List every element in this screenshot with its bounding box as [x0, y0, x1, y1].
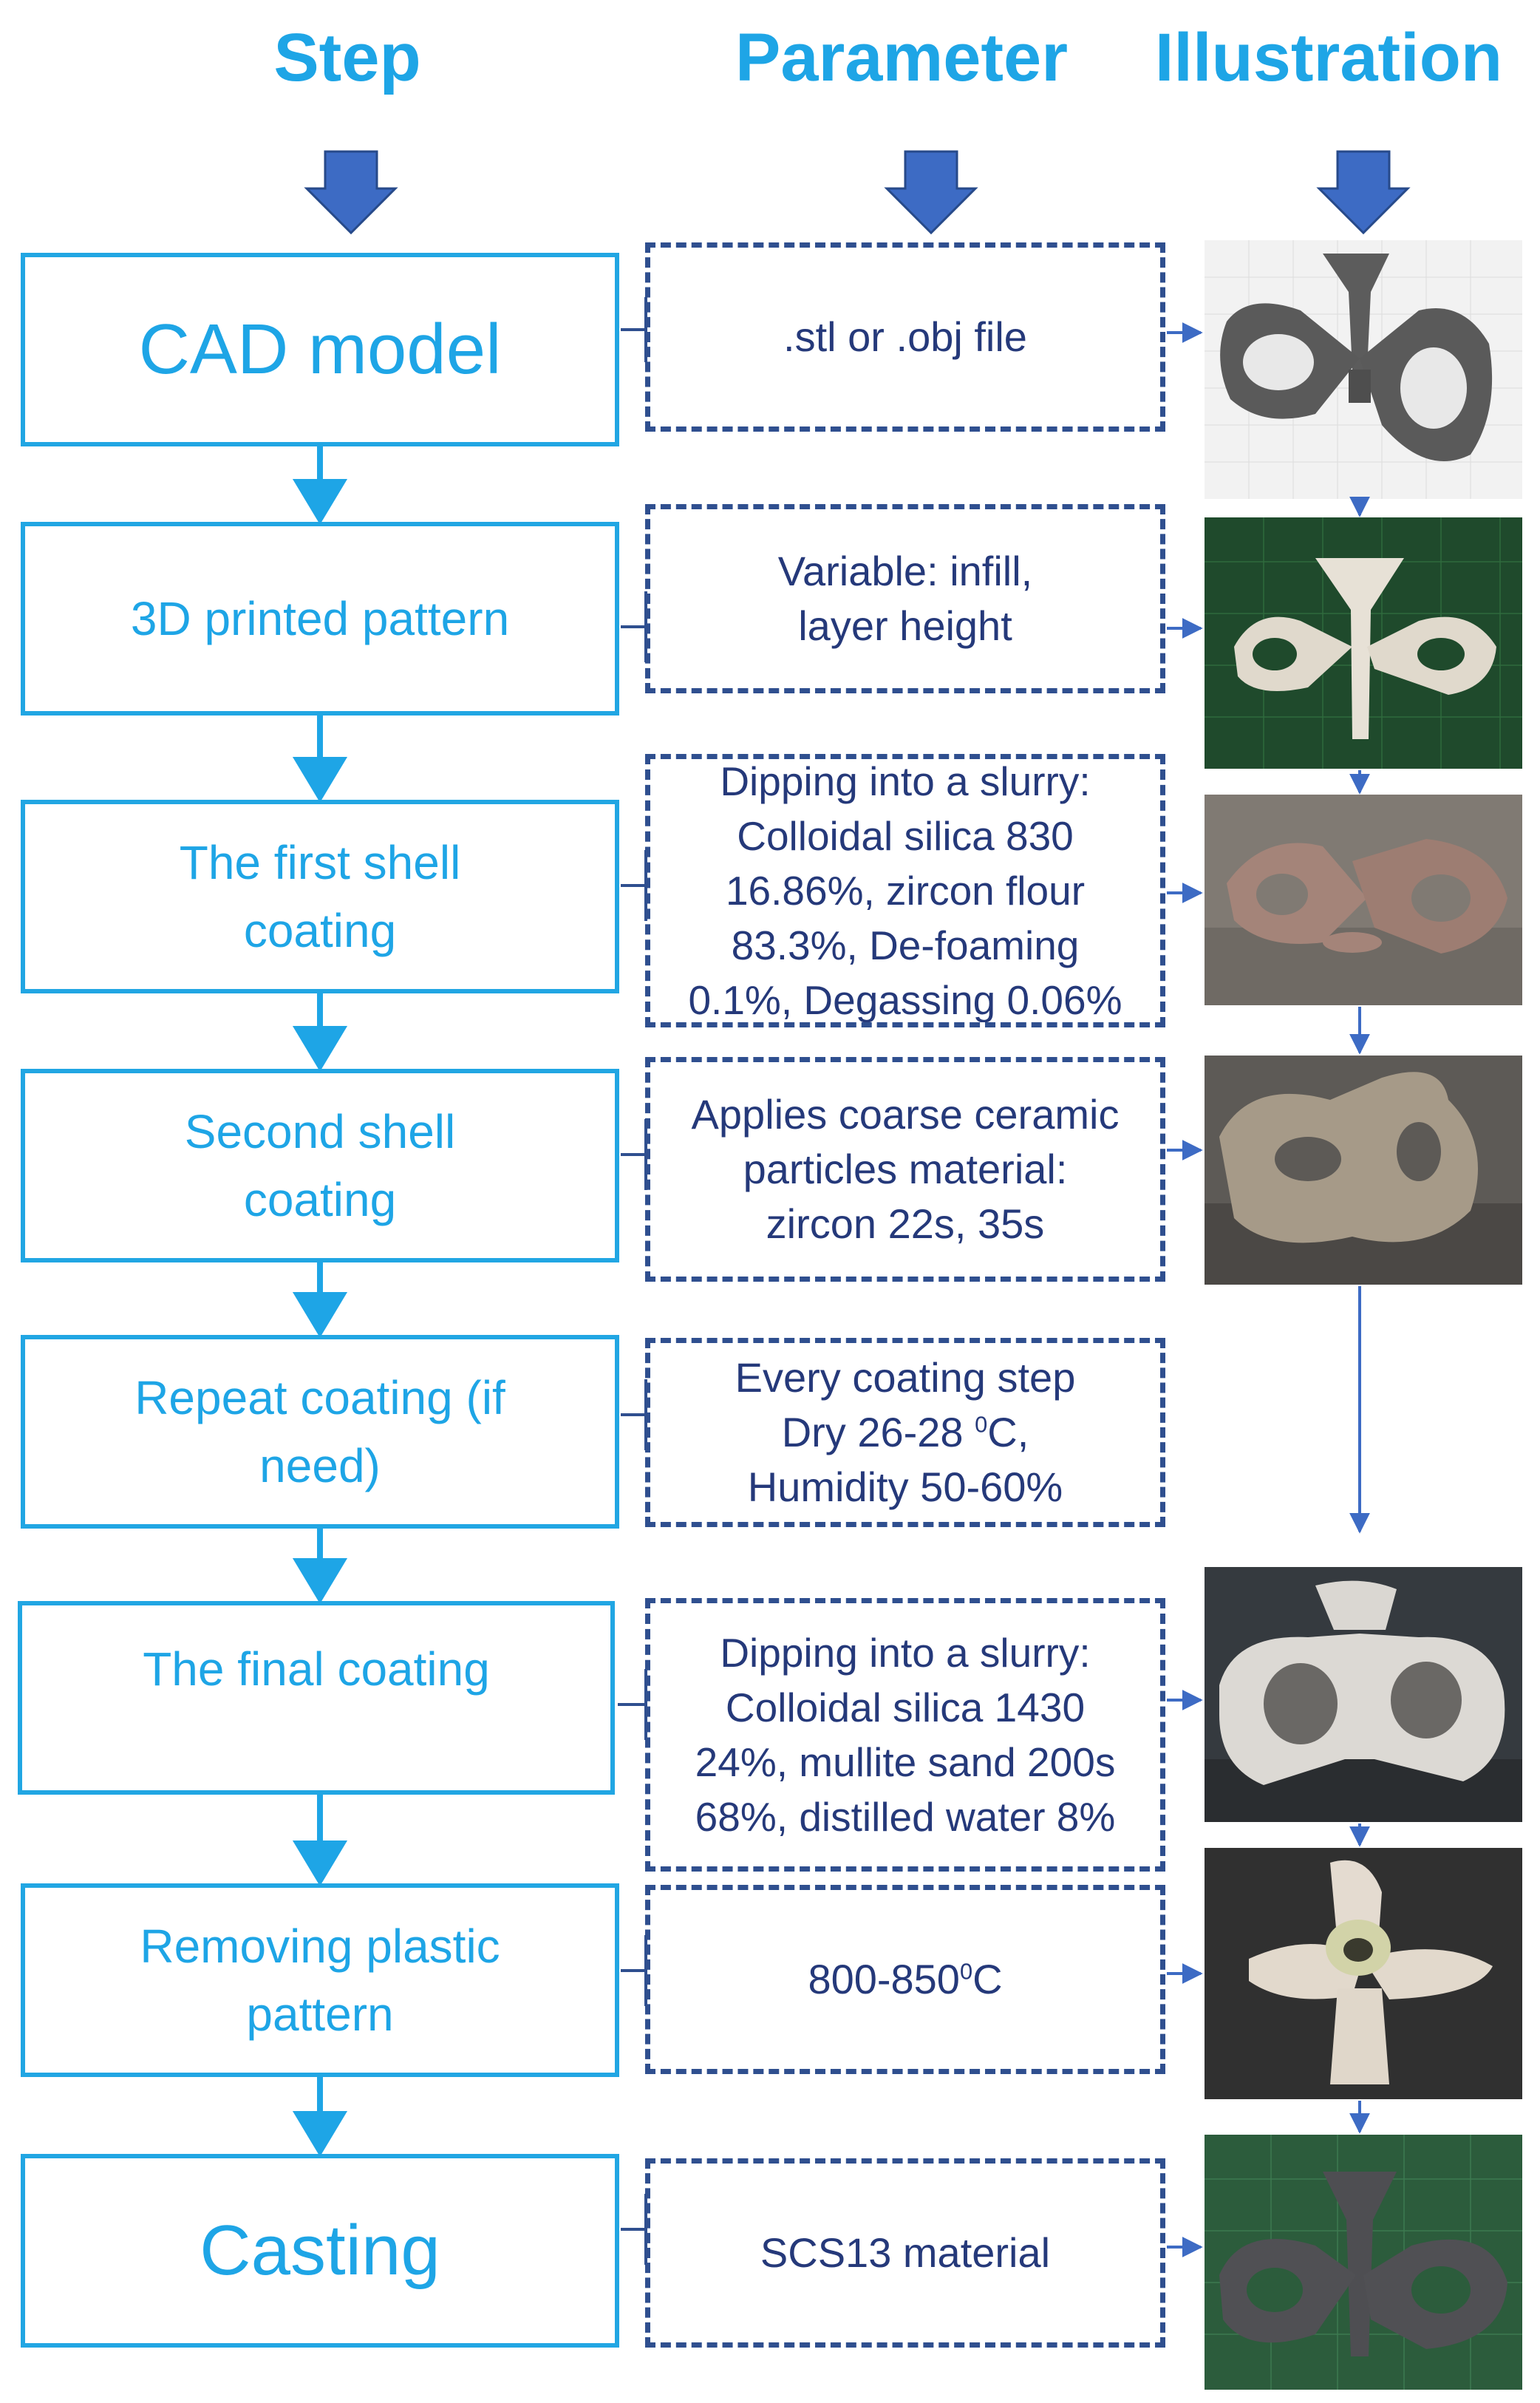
illustration-removed-pattern [1205, 1848, 1522, 2099]
illustration-printed-pattern [1205, 517, 1522, 769]
param-material: SCS13 material [645, 2158, 1165, 2348]
header-arrow-parameter [884, 150, 978, 235]
param-drying-text: Every coating step Dry 26-28 0C, Humidit… [735, 1354, 1076, 1510]
illustration-cad-render [1205, 240, 1522, 499]
header-arrow-step [304, 150, 398, 235]
illustration-final-coating [1205, 1567, 1522, 1822]
illustration-first-shell [1205, 795, 1522, 1005]
step-removing-pattern: Removing plastic pattern [21, 1883, 619, 2077]
header-illustration: Illustration [1154, 20, 1503, 95]
param-print-variables: Variable: infill, layer height [645, 504, 1165, 693]
illustration-second-shell [1205, 1056, 1522, 1285]
step-cad-model: CAD model [21, 253, 619, 446]
illustration-casting [1205, 2135, 1522, 2390]
param-final-slurry: Dipping into a slurry: Colloidal silica … [645, 1598, 1165, 1872]
param-first-slurry: Dipping into a slurry: Colloidal silica … [645, 754, 1165, 1027]
param-burnout-temperature: 800-8500C [645, 1885, 1165, 2074]
header-arrow-illustration [1316, 150, 1411, 235]
param-coarse-particles: Applies coarse ceramic particles materia… [645, 1057, 1165, 1282]
parameter-illustration-arrows [1167, 322, 1203, 2257]
step-final-coating: The final coating [18, 1601, 615, 1795]
param-file-format: .stl or .obj file [645, 242, 1165, 432]
header-step: Step [273, 20, 421, 95]
step-arrows [292, 446, 348, 2157]
param-burnout-text: 800-8500C [808, 1956, 1003, 2002]
param-drying-conditions: Every coating step Dry 26-28 0C, Humidit… [645, 1338, 1165, 1527]
step-parameter-brackets [618, 297, 647, 2265]
header-parameter: Parameter [735, 20, 1069, 95]
